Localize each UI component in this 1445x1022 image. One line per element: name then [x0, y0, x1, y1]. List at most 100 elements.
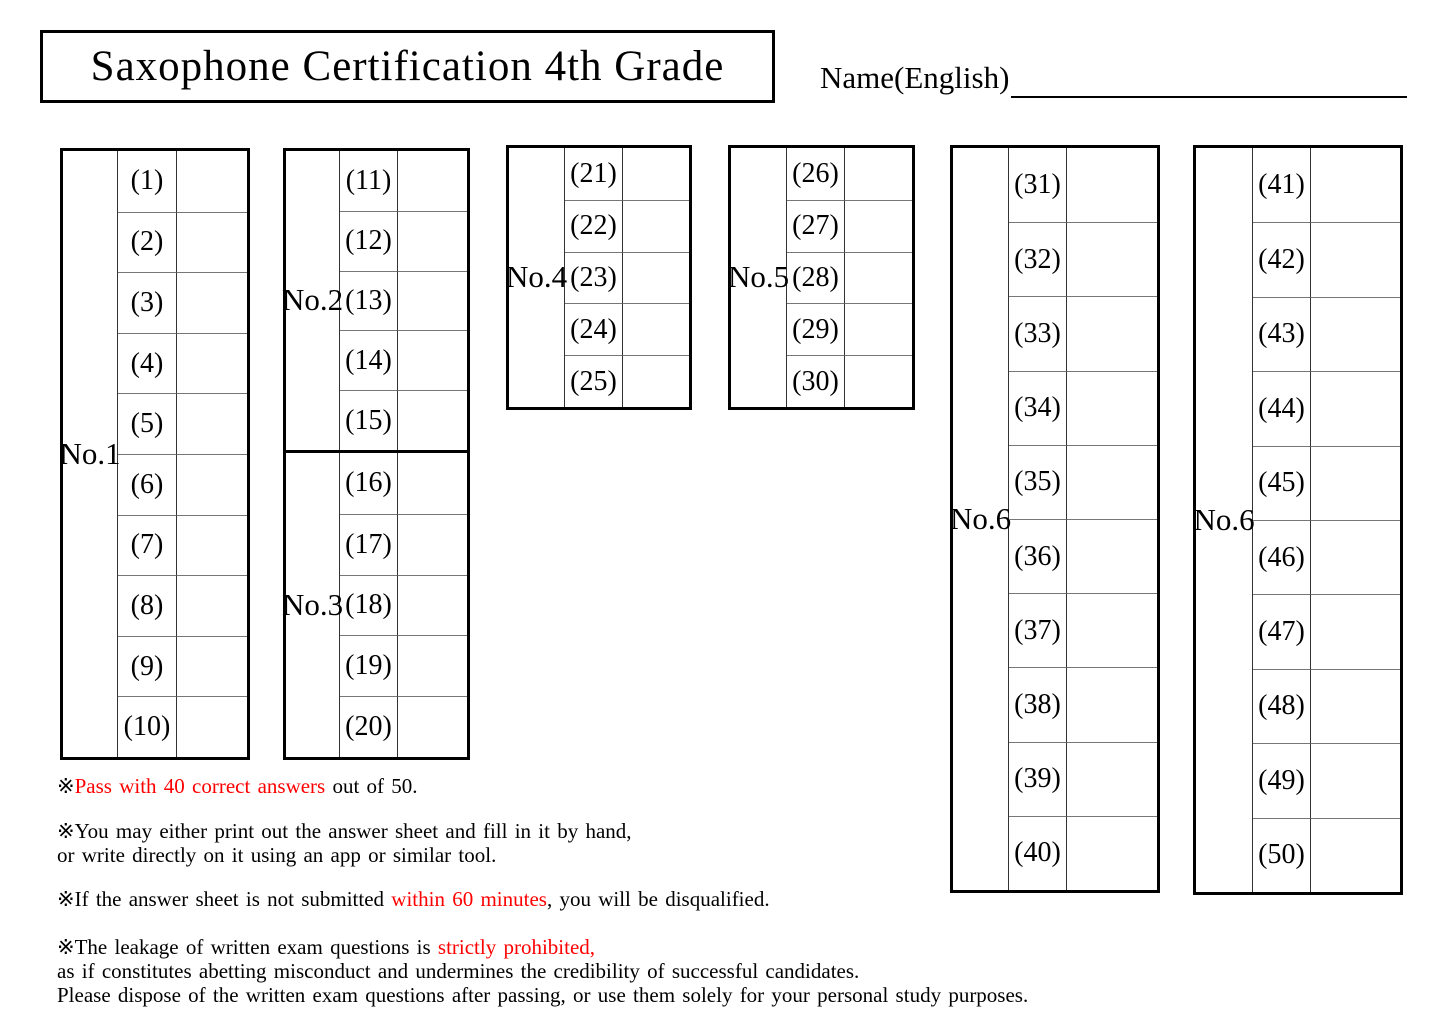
answer-cell[interactable]: [845, 148, 912, 200]
answer-cell[interactable]: [1311, 668, 1400, 743]
question-number: (17): [340, 513, 398, 575]
answer-cell[interactable]: [398, 390, 467, 450]
question-number: (26): [787, 148, 845, 200]
name-field: Name(English): [820, 58, 1408, 98]
answer-cell[interactable]: [845, 303, 912, 355]
question-number: (40): [1009, 815, 1067, 890]
answer-cell[interactable]: [177, 272, 247, 333]
answer-cell[interactable]: [398, 210, 467, 271]
answer-cell[interactable]: [1311, 222, 1400, 296]
question-number: (32): [1009, 222, 1067, 297]
answer-cell[interactable]: [177, 635, 247, 697]
answer-table-3: No.3(16)(17)(18)(19)(20): [282, 450, 470, 760]
answer-cell[interactable]: [623, 251, 689, 304]
answer-cell[interactable]: [398, 513, 467, 575]
note-line: ※You may either print out the answer she…: [57, 819, 632, 843]
note-1: ※Pass with 40 correct answers out of 50.: [57, 774, 418, 798]
question-number: (24): [565, 303, 623, 356]
table-label: No.6: [950, 148, 1011, 890]
note-line: ※If the answer sheet is not submitted wi…: [57, 887, 770, 911]
question-number: (6): [118, 453, 177, 515]
answer-cell[interactable]: [398, 453, 467, 514]
answer-cell[interactable]: [845, 199, 912, 252]
answer-cell[interactable]: [1311, 371, 1400, 445]
question-number: (14): [340, 330, 398, 391]
question-number: (25): [565, 355, 623, 407]
question-number: (37): [1009, 593, 1067, 668]
answer-cell[interactable]: [845, 251, 912, 304]
answer-cell[interactable]: [1067, 222, 1157, 296]
answer-cell[interactable]: [177, 575, 247, 636]
note-line: Please dispose of the written exam quest…: [57, 983, 1029, 1008]
question-number: (29): [787, 303, 845, 356]
answer-cell[interactable]: [1311, 519, 1400, 594]
answer-cell[interactable]: [398, 151, 467, 211]
question-number: (15): [340, 390, 398, 450]
answer-cell[interactable]: [845, 355, 912, 407]
note-4: ※The leakage of written exam questions i…: [57, 935, 1028, 1008]
answer-cell[interactable]: [398, 696, 467, 757]
answer-cell[interactable]: [177, 211, 247, 273]
answer-cell[interactable]: [1311, 296, 1400, 371]
table-label: No.1: [59, 151, 121, 757]
answer-cell[interactable]: [398, 635, 467, 696]
answer-cell[interactable]: [1067, 518, 1157, 593]
answer-cell[interactable]: [1067, 593, 1157, 667]
answer-cell[interactable]: [177, 453, 247, 515]
answer-table-1: No.1(1)(2)(3)(4)(5)(6)(7)(8)(9)(10): [59, 148, 250, 760]
note-line: ※The leakage of written exam questions i…: [57, 935, 596, 959]
note-line: ※Pass with 40 correct answers out of 50.: [57, 774, 418, 798]
answer-cell[interactable]: [1067, 741, 1157, 816]
answer-table-5: No.5(26)(27)(28)(29)(30): [728, 145, 915, 410]
question-number: (47): [1253, 594, 1311, 669]
answer-cell[interactable]: [177, 151, 247, 212]
question-number: (36): [1009, 518, 1067, 594]
table-label: No.4: [506, 148, 567, 407]
answer-table-2: No.2(11)(12)(13)(14)(15): [282, 148, 470, 453]
answer-cell[interactable]: [623, 148, 689, 200]
question-number: (41): [1253, 148, 1311, 223]
answer-cell[interactable]: [1067, 667, 1157, 741]
answer-cell[interactable]: [1067, 148, 1157, 222]
question-number: (28): [787, 251, 845, 304]
question-number: (27): [787, 199, 845, 252]
question-number: (33): [1009, 296, 1067, 371]
answer-cell[interactable]: [623, 199, 689, 252]
note-line: or write directly on it using an app or …: [57, 843, 497, 868]
answer-cell[interactable]: [1311, 148, 1400, 222]
answer-cell[interactable]: [1067, 296, 1157, 370]
answer-cell[interactable]: [623, 303, 689, 355]
name-input-line[interactable]: [1011, 58, 1408, 98]
answer-cell[interactable]: [1311, 743, 1400, 817]
answer-cell[interactable]: [398, 574, 467, 636]
question-number: (12): [340, 210, 398, 271]
answer-cell[interactable]: [177, 393, 247, 454]
answer-cell[interactable]: [1067, 370, 1157, 445]
answer-cell[interactable]: [177, 514, 247, 576]
question-number: (8): [118, 575, 177, 636]
title-box: Saxophone Certification 4th Grade: [40, 30, 775, 103]
name-label: Name(English): [820, 60, 1010, 95]
table-label: No.6: [1193, 148, 1255, 892]
question-number: (3): [118, 272, 177, 333]
question-number: (1): [118, 151, 177, 212]
answer-cell[interactable]: [398, 330, 467, 390]
answer-cell[interactable]: [177, 332, 247, 394]
question-number: (39): [1009, 741, 1067, 816]
note-3: ※If the answer sheet is not submitted wi…: [57, 887, 770, 911]
answer-cell[interactable]: [1311, 594, 1400, 668]
answer-cell[interactable]: [1067, 444, 1157, 519]
answer-cell[interactable]: [398, 270, 467, 331]
question-number: (34): [1009, 370, 1067, 445]
answer-cell[interactable]: [1067, 815, 1157, 890]
question-number: (5): [118, 393, 177, 454]
question-number: (2): [118, 211, 177, 273]
question-number: (20): [340, 696, 398, 757]
answer-cell[interactable]: [623, 355, 689, 407]
question-number: (11): [340, 151, 398, 211]
answer-cell[interactable]: [1311, 445, 1400, 520]
answer-cell[interactable]: [177, 696, 247, 757]
note-2: ※You may either print out the answer she…: [57, 819, 632, 867]
question-number: (44): [1253, 371, 1311, 446]
answer-cell[interactable]: [1311, 817, 1400, 892]
